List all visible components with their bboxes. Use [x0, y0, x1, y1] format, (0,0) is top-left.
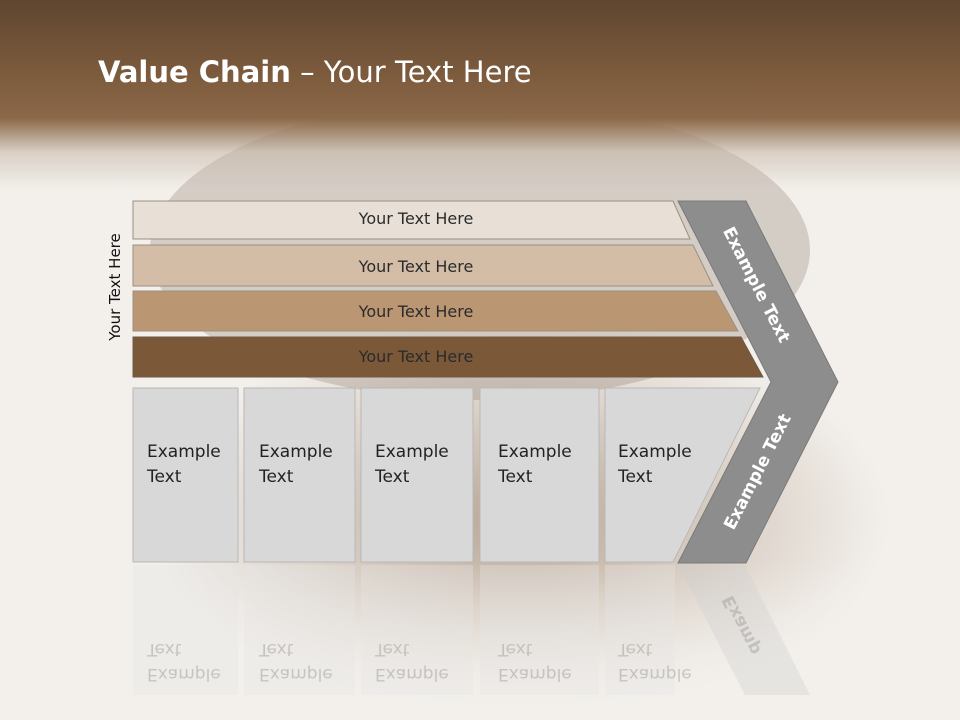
box-1-line2: Text [147, 467, 182, 487]
bar-4[interactable] [132, 336, 764, 378]
box-2-refl-line2: Text [259, 639, 294, 659]
title-rest: – Your Text Here [290, 55, 532, 89]
header-band [0, 0, 960, 190]
box-1-line1: Example [147, 442, 221, 462]
box-2-line2: Text [259, 467, 294, 487]
bar-2[interactable] [132, 244, 714, 287]
box-2-line1: Example [259, 442, 333, 462]
bar-2-label: Your Text Here [358, 257, 474, 276]
title-bold: Value Chain [98, 55, 291, 89]
bar-3[interactable] [132, 290, 739, 332]
box-3-refl-line1: Example [375, 664, 449, 684]
bar-1-label: Your Text Here [358, 209, 474, 228]
box-4-refl-line1: Example [498, 664, 572, 684]
box-2-refl-line1: Example [259, 664, 333, 684]
activity-box-4[interactable] [479, 387, 600, 563]
box-4-line2: Text [498, 467, 533, 487]
bar-1[interactable] [132, 200, 691, 240]
box-1-refl-line1: Example [147, 664, 221, 684]
activity-box-3[interactable] [360, 387, 474, 563]
boxes-reflection [133, 565, 810, 695]
box-5-refl-line1: Example [618, 664, 692, 684]
box-5-line2: Text [618, 467, 653, 487]
box-4-refl-line2: Text [498, 639, 533, 659]
value-arrow-chevron[interactable] [677, 200, 839, 564]
box-3-text-reflection: Example Text [375, 636, 449, 686]
box-4-text-reflection: Example Text [498, 636, 572, 686]
bar-3-label: Your Text Here [358, 302, 474, 321]
slide-title: Value Chain – Your Text Here [98, 55, 532, 89]
activity-box-2[interactable] [243, 387, 356, 563]
box-3-line1: Example [375, 442, 449, 462]
activity-box-1[interactable] [132, 387, 239, 563]
box-3-line2: Text [375, 467, 410, 487]
box-4-line1: Example [498, 442, 572, 462]
box-1-text-reflection: Example Text [147, 636, 221, 686]
box-2-text-reflection: Example Text [259, 636, 333, 686]
box-1-refl-line2: Text [147, 639, 182, 659]
box-5-refl-line2: Text [618, 639, 653, 659]
box-5-text-reflection: Example Text [618, 636, 692, 686]
activity-box-5[interactable] [604, 387, 761, 563]
box-3-refl-line2: Text [375, 639, 410, 659]
box-5-line1: Example [618, 442, 692, 462]
bar-4-label: Your Text Here [358, 347, 474, 366]
